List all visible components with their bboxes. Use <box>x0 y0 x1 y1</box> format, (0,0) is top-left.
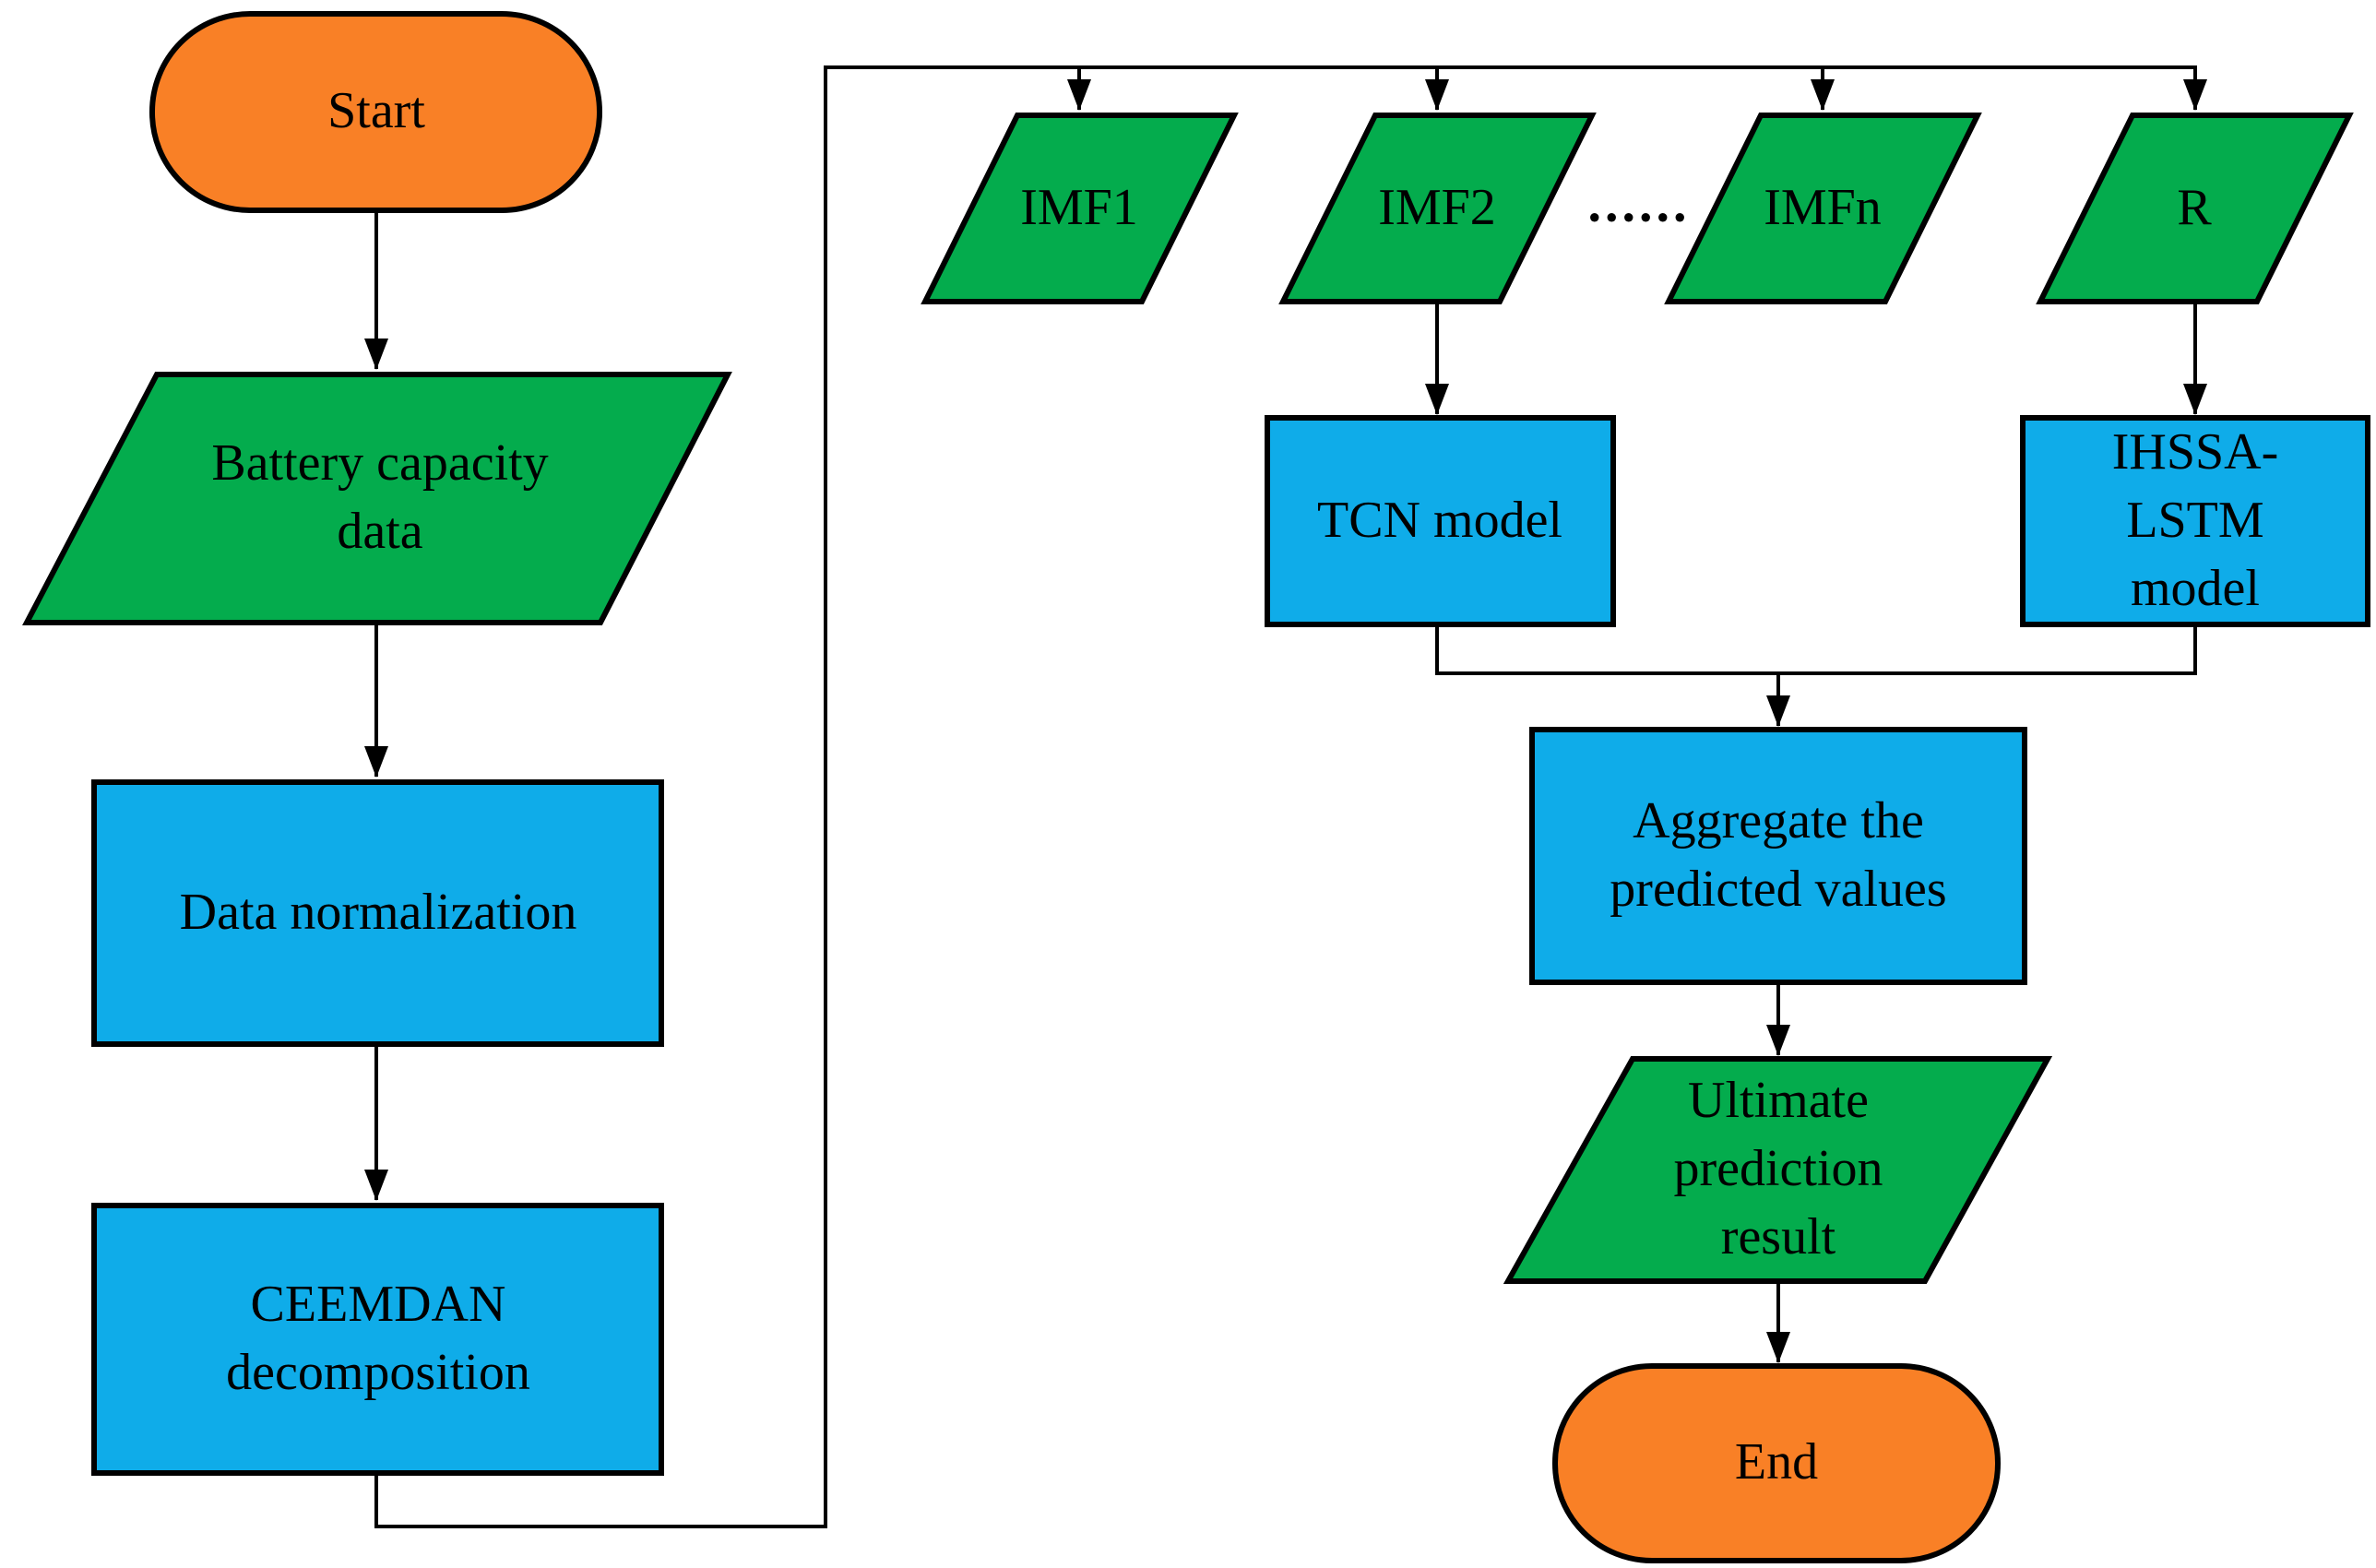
data-normalization-label: Data normalization <box>179 884 577 942</box>
end-label: End <box>1734 1433 1819 1491</box>
node-ultimate-prediction-result <box>1503 1056 2053 1284</box>
node-end-terminator <box>1552 1363 2001 1563</box>
node-start-terminator <box>149 11 602 213</box>
imfn-label: IMFn <box>1764 179 1882 237</box>
imf2-label: IMF2 <box>1378 179 1496 237</box>
connector-models-merge <box>1435 624 2197 675</box>
ultimate-prediction-result-label: Ultimate prediction result <box>1673 1072 1883 1265</box>
battery-capacity-data-label: Battery capacity data <box>211 434 549 560</box>
ceemdan-decomposition-label: CEEMDAN decomposition <box>226 1276 530 1401</box>
imf1-label: IMF1 <box>1020 179 1138 237</box>
residual-r-label: R <box>2177 179 2212 237</box>
node-aggregate-predicted-values <box>1529 727 2027 985</box>
connector-ceemdan-to-residual <box>374 65 2207 1528</box>
node-battery-capacity-data <box>22 372 732 625</box>
aggregate-predicted-values-label: Aggregate the predicted values <box>1610 792 1947 918</box>
node-data-normalization <box>91 779 664 1047</box>
tcn-model-label: TCN model <box>1317 492 1562 550</box>
node-residual-r <box>2036 113 2354 304</box>
start-label: Start <box>327 82 425 140</box>
node-ihssa-lstm-model <box>2020 415 2370 627</box>
node-ceemdan-decomposition <box>91 1203 664 1476</box>
ellipsis-dots: ...... <box>1587 172 1691 233</box>
node-imf1 <box>921 113 1239 304</box>
node-tcn-model <box>1265 415 1616 627</box>
node-imf2 <box>1278 113 1597 304</box>
node-imfn <box>1664 113 1982 304</box>
ihssa-lstm-model-label: IHSSA-LSTM model <box>2111 423 2279 617</box>
